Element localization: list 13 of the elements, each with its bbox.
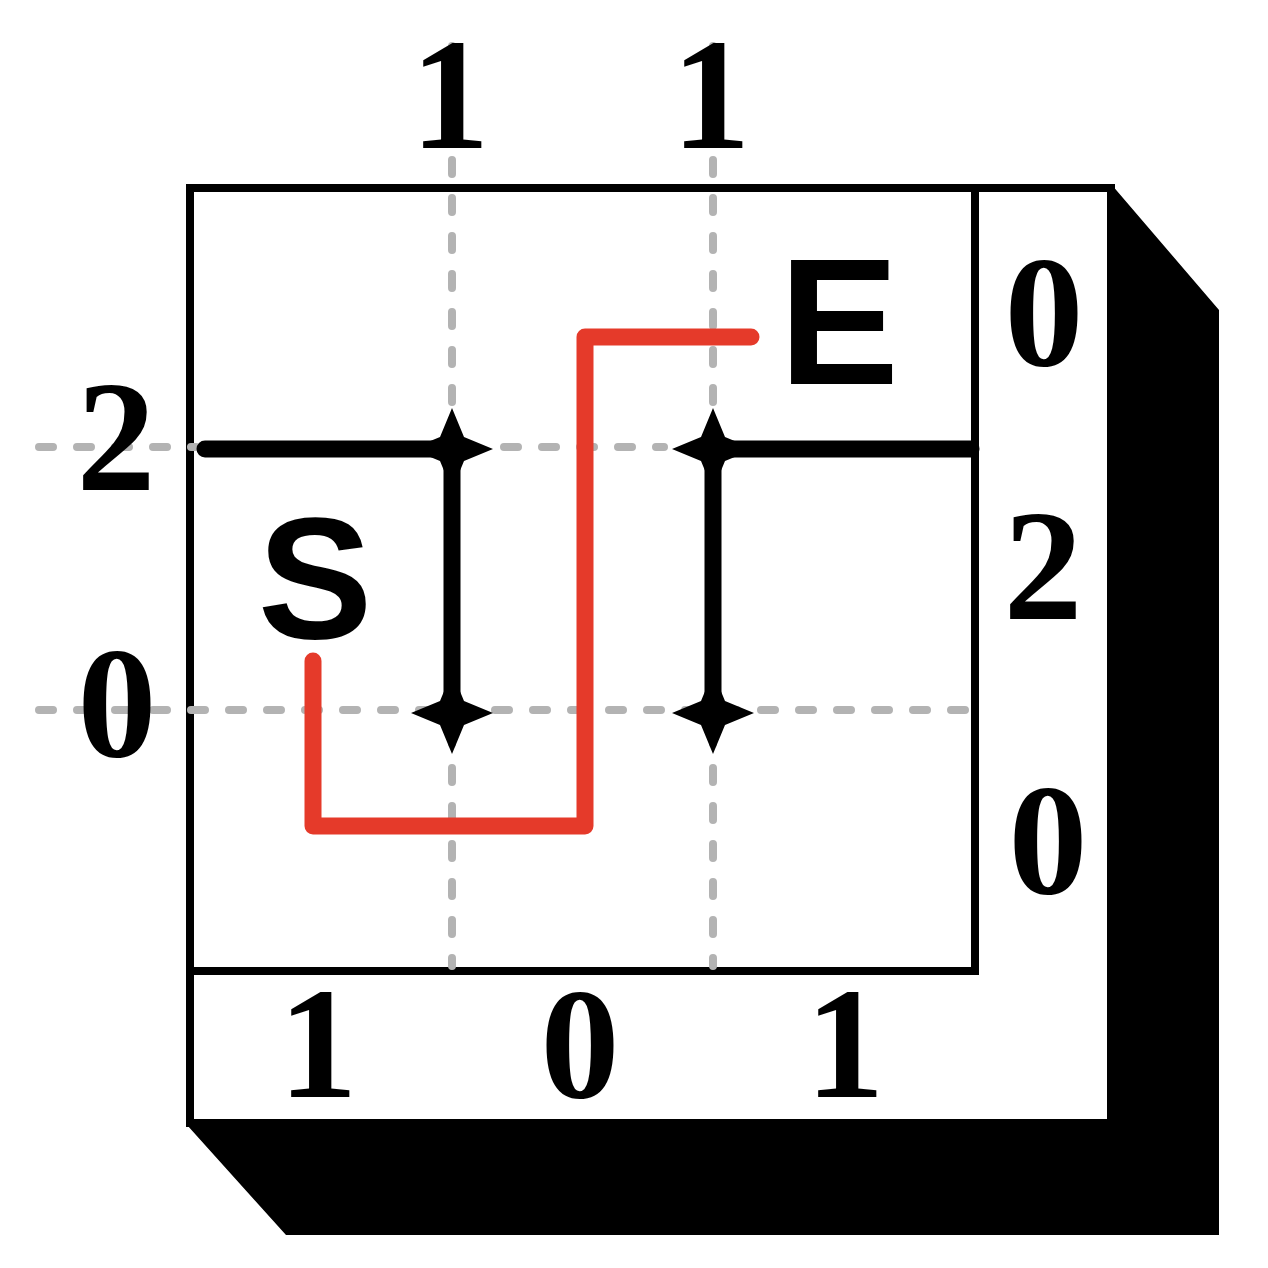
solution-path: [304, 328, 760, 835]
end-letter: E: [761, 252, 901, 392]
clue-number: 1: [410, 39, 490, 151]
clue-number: 1: [671, 39, 751, 151]
clue-number: 0: [1008, 784, 1088, 896]
clue-number: 1: [278, 988, 358, 1100]
start-letter: S: [255, 508, 375, 648]
clue-number: 1: [805, 988, 885, 1100]
clue-number: 2: [76, 381, 156, 493]
clue-number: 0: [1004, 256, 1084, 368]
clue-number: 0: [77, 647, 157, 759]
clue-number: 2: [1003, 510, 1083, 622]
clue-number: 0: [540, 988, 620, 1100]
